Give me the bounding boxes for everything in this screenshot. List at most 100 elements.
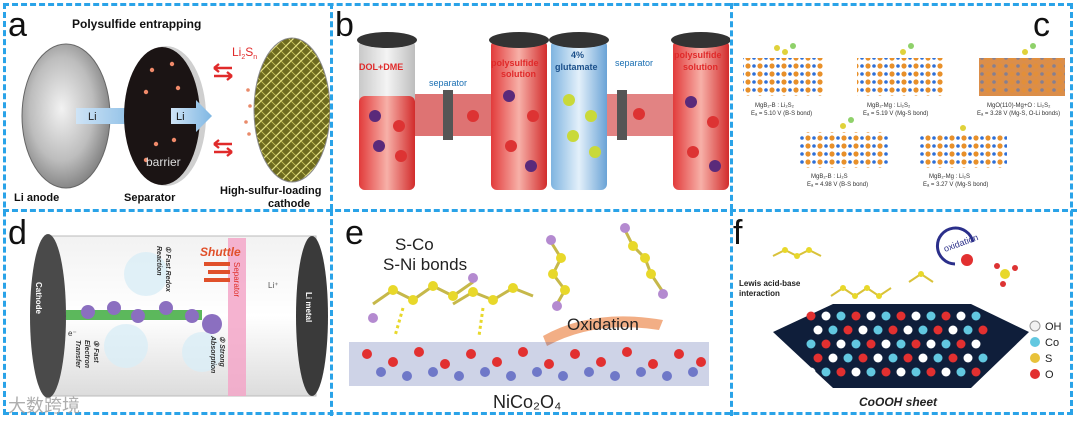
bonds-label-line1: S-Co <box>395 235 434 254</box>
s3-name: MgO(110)-Mg+O : Li₂S₂ <box>987 103 1051 109</box>
panel-label-b: b <box>335 8 354 42</box>
legend-o: O <box>1045 369 1054 381</box>
sheet-atom <box>919 326 928 335</box>
sheet-atom <box>882 312 891 321</box>
sheet-atom <box>882 340 891 349</box>
fast-et-2: Electron <box>83 340 90 368</box>
sheet-atom <box>829 354 838 363</box>
sheet-atom <box>972 340 981 349</box>
panel-a-figure: Li Li barrier Li2Sn Polysulfide entrappi… <box>6 6 330 209</box>
sheet-atom <box>957 312 966 321</box>
sheet-atom <box>949 326 958 335</box>
s4-name: MgB₂-B : Li₂S <box>811 174 848 180</box>
sheet-atom <box>852 368 861 377</box>
sheet-atom <box>942 312 951 321</box>
separator-label: Separator <box>124 192 176 204</box>
sheet-atom <box>979 326 988 335</box>
sheet-atom <box>822 312 831 321</box>
sheet-atom <box>927 312 936 321</box>
panel-f: oxidation Lewis acid-base interaction Co… <box>733 212 1073 416</box>
panel-label-c: c <box>1033 8 1050 42</box>
rejected-polysulfide-arrows <box>214 64 232 156</box>
substrate-label: NiCo₂O₄ <box>493 392 561 412</box>
sheet-atom <box>852 340 861 349</box>
panel-c: MgB₂-B : Li₂S₂ Eₐ = 5.10 V (B-S bond) Mg… <box>733 6 1073 209</box>
s1-name: MgB₂-B : Li₂S₂ <box>755 103 795 109</box>
tube3-label-line1: 4% <box>571 50 584 60</box>
legend-co: Co <box>1045 337 1059 349</box>
sheet-atom <box>912 340 921 349</box>
sheet-atom <box>859 326 868 335</box>
legend-s-swatch <box>1030 353 1040 363</box>
sheet-atom <box>889 326 898 335</box>
s4-energy: Eₐ = 4.98 V (B-S bond) <box>807 182 868 188</box>
surface-sulfur <box>782 247 924 299</box>
crystal-substrate <box>349 342 709 386</box>
sheet-atom <box>837 312 846 321</box>
sheet-atom <box>964 326 973 335</box>
free-polysulfide-dots <box>244 88 252 136</box>
fast-et-1: ③ Fast <box>92 340 100 363</box>
sheet-atom <box>964 354 973 363</box>
fast-redox-2: Reaction <box>155 246 162 276</box>
tube3-label-line2: glutamate <box>555 62 598 72</box>
tube2-label-line1: polysulfide <box>491 58 539 68</box>
tube-2 <box>489 32 549 190</box>
s2-energy: Eₐ = 5.19 V (Mg-S bond) <box>863 111 928 117</box>
watermark: 大数跨境 <box>8 392 80 418</box>
legend-oh-swatch <box>1030 321 1040 331</box>
tube2-label-line2: solution <box>501 69 536 79</box>
tube4-label-line1: polysulfide <box>674 50 722 60</box>
sheet-atom <box>822 340 831 349</box>
sheet-atom <box>904 326 913 335</box>
sheet-atom <box>919 354 928 363</box>
oxidation-product <box>994 263 1018 287</box>
li-ion-label-1: Li <box>88 111 97 123</box>
panel-label-f: f <box>733 216 742 250</box>
sheet-atom <box>859 354 868 363</box>
tube4-label-line2: solution <box>683 62 718 72</box>
cathode-disc <box>254 38 330 182</box>
separator-clamp-2 <box>617 90 627 140</box>
sheet-atom <box>897 368 906 377</box>
separator-label-2: separator <box>615 58 653 68</box>
sheet-atom <box>957 340 966 349</box>
li-ion-label-2: Li <box>176 111 185 123</box>
panel-a-title: Polysulfide entrapping <box>72 17 201 31</box>
sheet-atom <box>814 326 823 335</box>
panel-d: Shuttle Cathode Li metal Separator ① Fas… <box>6 212 330 416</box>
separator-label-1: separator <box>429 78 467 88</box>
li-metal-label: Li metal <box>304 292 313 322</box>
panel-label-d: d <box>8 216 27 250</box>
s5-name: MgB₂-Mg : Li₂S <box>929 174 970 180</box>
transfer-bubble <box>104 324 148 368</box>
sheet-atom <box>889 354 898 363</box>
sheet-atom <box>897 340 906 349</box>
structure-1 <box>743 43 823 96</box>
lewis-label-line2: interaction <box>739 289 780 298</box>
cathode-label: Cathode <box>34 282 43 315</box>
sheet-atom <box>867 312 876 321</box>
panel-b-figure: DOL+DME separator polysulfide solution 4… <box>333 6 730 209</box>
panel-label-e: e <box>345 216 364 250</box>
panel-b: DOL+DME separator polysulfide solution 4… <box>333 6 730 209</box>
sheet-atom <box>904 354 913 363</box>
sheet-atom <box>814 354 823 363</box>
oxidation-label: oxidation <box>942 232 979 254</box>
panel-e-figure: S-Co S-Ni bonds Oxidation NiCo₂O₄ <box>333 212 730 416</box>
sheet-atom <box>852 312 861 321</box>
sheet-atom <box>912 312 921 321</box>
bond-dashes <box>395 308 483 336</box>
structure-2 <box>857 43 943 96</box>
legend: OH Co S O <box>1030 321 1062 381</box>
fast-redox-1: ① Fast Redox <box>164 246 172 293</box>
li-plus-label: Li⁺ <box>268 281 278 290</box>
sheet-atom <box>957 368 966 377</box>
cathode-label-line2: cathode <box>268 198 310 209</box>
panel-f-figure: oxidation Lewis acid-base interaction Co… <box>733 212 1073 416</box>
bonds-label-line2: S-Ni bonds <box>383 255 467 274</box>
cathode-label-line1: High-sulfur-loading <box>220 185 321 197</box>
panel-a: Li Li barrier Li2Sn Polysulfide entrappi… <box>6 6 330 209</box>
sheet-label: CoOOH sheet <box>859 395 938 409</box>
fast-et-3: Transfer <box>74 340 81 369</box>
